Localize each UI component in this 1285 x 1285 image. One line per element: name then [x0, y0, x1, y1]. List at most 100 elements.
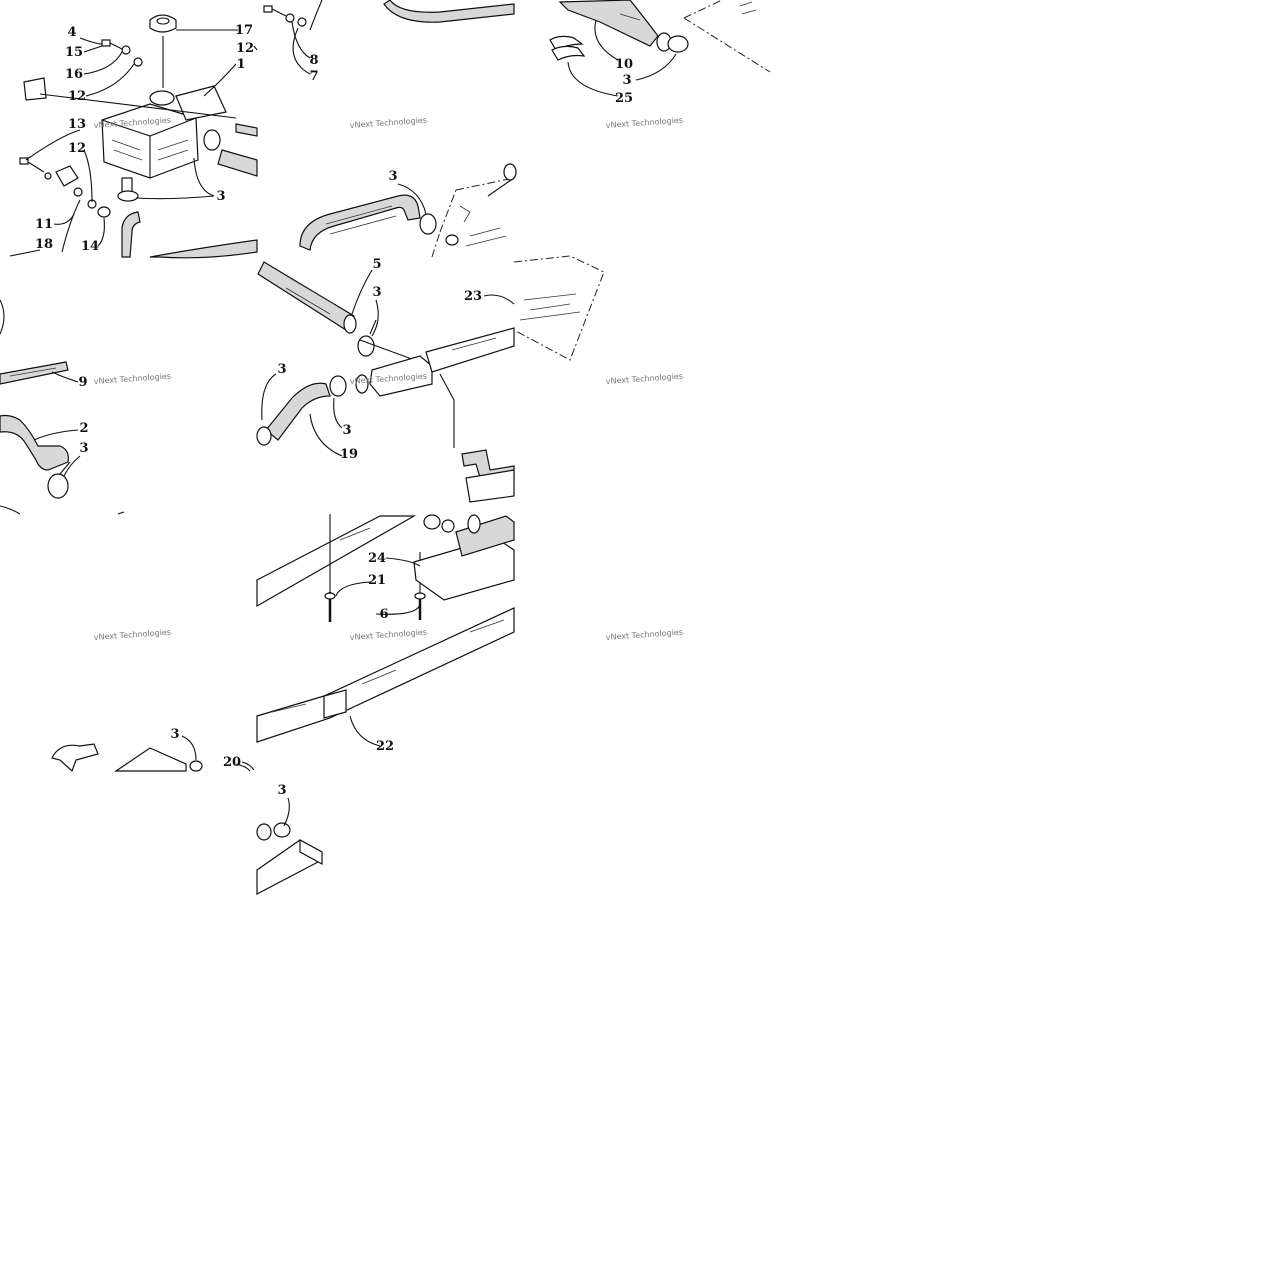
leader-line	[292, 27, 311, 75]
bent-hose-part	[299, 194, 421, 251]
watermark-text: vNext Technologies	[350, 116, 428, 130]
callout-label: 20	[223, 755, 241, 770]
leader-line	[63, 455, 81, 477]
callout-label: 18	[35, 237, 53, 252]
leader-line	[79, 37, 103, 45]
callout-label: 3	[342, 423, 351, 438]
callout-label: 3	[277, 783, 286, 798]
callout-label: 3	[79, 441, 88, 456]
callout-label: 22	[376, 739, 394, 754]
frame-channel-group	[256, 514, 515, 743]
callout-label: 12	[68, 141, 86, 156]
callout-label: 24	[368, 551, 386, 566]
hose-part-2	[0, 414, 69, 471]
bottom-left-group	[51, 743, 251, 773]
watermark-text: vNext Technologies	[606, 628, 684, 642]
hose-part-19	[265, 382, 331, 441]
leader-line	[25, 129, 81, 161]
top-middle-group	[263, 0, 517, 258]
leader-line	[181, 735, 197, 761]
callout-label: 17	[235, 23, 253, 38]
hose-part-10	[558, 0, 659, 47]
washer-12-top	[133, 57, 143, 67]
rivet-21	[324, 592, 336, 600]
center-group	[256, 261, 515, 503]
callout-label: 4	[67, 25, 76, 40]
hose-clamp	[419, 213, 437, 235]
callout-label: 9	[78, 375, 87, 390]
callout-label: 1	[236, 57, 245, 72]
cooler-extrusion-22	[256, 607, 515, 743]
leader-line	[135, 157, 215, 200]
callout-label: 7	[309, 69, 318, 84]
leader-line	[9, 249, 41, 257]
leader-line	[97, 217, 105, 247]
leader-line	[371, 299, 379, 337]
hose-clamp	[47, 473, 69, 499]
hose-clamp	[329, 375, 347, 397]
hose-clamp	[667, 35, 689, 53]
callout-label: 10	[615, 57, 633, 72]
callout-label: 3	[622, 73, 631, 88]
hose-clamp	[256, 823, 272, 841]
decal-part	[23, 77, 47, 101]
washer-7	[297, 17, 307, 27]
leader-line	[85, 63, 135, 97]
vent-tube-part	[61, 199, 81, 253]
leader-line	[83, 149, 93, 203]
leader-line	[33, 429, 79, 441]
leader-line	[253, 45, 258, 51]
leader-line	[635, 53, 677, 81]
watermark-text: vNext Technologies	[350, 628, 428, 642]
watermark-text: vNext Technologies	[94, 628, 172, 642]
callout-label: 5	[372, 257, 381, 272]
callout-label: 12	[68, 89, 86, 104]
leader-line	[351, 269, 373, 315]
leader-line	[261, 373, 277, 421]
callout-label: 19	[340, 447, 358, 462]
callout-label: 14	[81, 239, 99, 254]
watermarks: vNext Technologies vNext Technologies vNex…	[94, 116, 684, 642]
cooler-channel-part	[425, 327, 515, 373]
callout-label: 3	[277, 362, 286, 377]
rivet-6	[414, 592, 426, 600]
coolant-reservoir-group	[19, 14, 258, 259]
leader-line	[483, 294, 515, 305]
leader-line	[83, 51, 123, 75]
coupler-part	[369, 355, 433, 397]
callout-label: 25	[615, 91, 633, 106]
nut-14	[97, 206, 111, 218]
frame-rail-part	[256, 515, 417, 608]
leader-line	[309, 413, 343, 457]
callout-label: 3	[372, 285, 381, 300]
callout-label: 15	[65, 45, 83, 60]
top-right-group	[549, 0, 771, 73]
leader-line	[241, 761, 255, 771]
washer-12-left	[44, 172, 52, 180]
callout-label: 3	[388, 169, 397, 184]
filler-neck-part	[149, 90, 175, 106]
leader-line	[335, 581, 371, 597]
leader-line	[83, 45, 103, 53]
leader-lines	[9, 19, 677, 827]
leader-line	[385, 557, 421, 567]
leader-line	[375, 603, 421, 615]
callout-label: 2	[79, 421, 88, 436]
callout-label: 6	[379, 607, 388, 622]
vent-hose-9	[0, 361, 69, 385]
watermark-text: vNext Technologies	[94, 372, 172, 386]
leader-line	[594, 19, 619, 61]
leader-line	[397, 183, 427, 215]
bolt-13	[19, 157, 45, 173]
callout-label: 12	[236, 41, 254, 56]
leader-line	[333, 397, 343, 429]
watermark-text: vNext Technologies	[606, 116, 684, 130]
hose-part	[217, 149, 258, 177]
leader-line	[53, 213, 75, 225]
leader-line	[567, 61, 619, 97]
leader-line	[349, 715, 381, 747]
callout-label: 3	[170, 727, 179, 742]
